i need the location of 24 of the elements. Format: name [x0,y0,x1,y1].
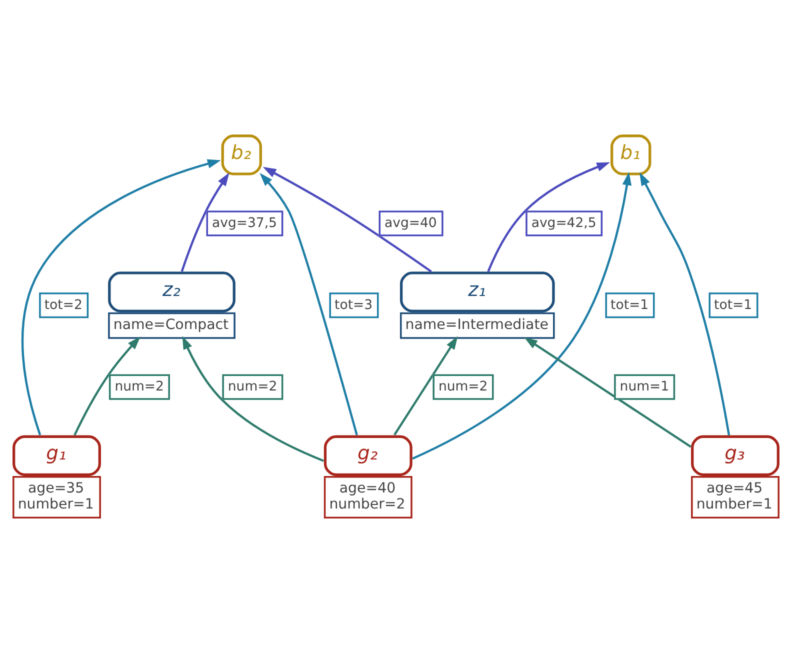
arrow [262,166,432,273]
arrow [524,337,692,448]
arrow [412,172,632,460]
edge-label: num=1 [620,380,670,395]
node-box: b₁ [610,134,652,176]
edge-label: tot=3 [334,298,373,313]
edge-label: tot=2 [44,298,82,313]
edge-label: tot=1 [714,298,752,313]
edge-label: tot=1 [610,298,649,313]
edge-label: num=2 [438,380,488,395]
edge-label: avg=37,5 [212,216,277,231]
arrow [74,336,140,436]
arrow [394,336,458,436]
arrow [640,172,730,436]
arrow [260,172,358,436]
node-box: b₂ [221,134,262,176]
arrow [487,162,610,272]
edge-label: avg=42,5 [531,216,596,231]
edge-label: avg=40 [384,216,437,231]
edge-label: num=2 [114,380,164,395]
arrow [21,159,221,436]
edge-label: num=2 [228,380,278,395]
arrow [180,172,230,272]
arrow [182,336,324,462]
